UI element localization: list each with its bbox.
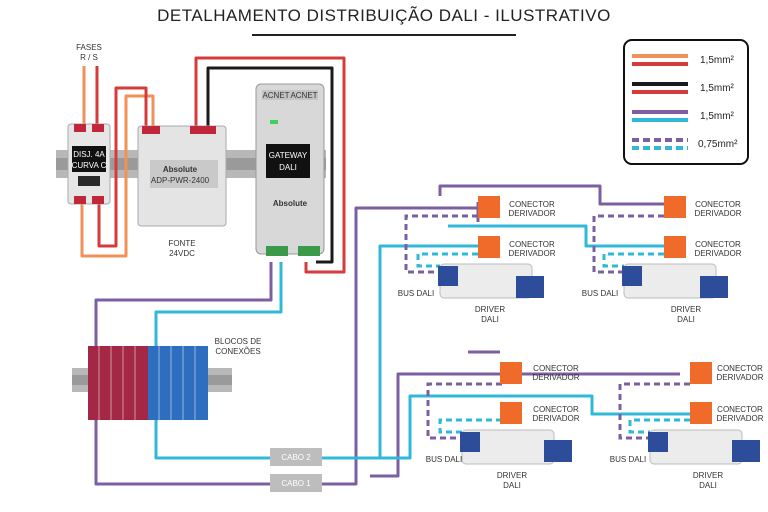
driver-b-2: DALI xyxy=(677,315,695,324)
cable-2-label: CABO 2 xyxy=(281,453,311,462)
conector-d1-2: DERIVADOR xyxy=(717,373,764,382)
label-rs: R / S xyxy=(80,53,98,62)
bus-dali-c: BUS DALI xyxy=(426,455,462,464)
conector-b2-2: DERIVADOR xyxy=(695,249,742,258)
gateway-status-led xyxy=(270,120,278,124)
conector-a1-2: DERIVADOR xyxy=(509,209,556,218)
wires-power xyxy=(80,56,346,274)
gateway-label-line2: DALI xyxy=(279,163,297,172)
dali-gateway: ACNET ACNET GATEWAY DALI Absolute xyxy=(255,83,325,256)
legend: 1,5mm² 1,5mm² 1,5mm² 0,75mm² xyxy=(623,39,749,165)
legend-label-4: 0,75mm² xyxy=(698,139,738,150)
wires-dali xyxy=(94,206,502,486)
wires-bus-dashed-lower xyxy=(426,382,690,440)
bus-dali-d: BUS DALI xyxy=(610,455,646,464)
label-fases: FASES xyxy=(76,43,102,52)
breaker-label-line2: CURVA C xyxy=(72,161,107,170)
gateway-port-right: ACNET xyxy=(290,91,317,100)
conector-a1-1: CONECTOR xyxy=(509,200,555,209)
terminal-blocks xyxy=(88,346,208,420)
wires-bus-dashed-upper xyxy=(404,214,664,274)
driver-a-1: DRIVER xyxy=(475,305,505,314)
bus-dali-a: BUS DALI xyxy=(398,289,434,298)
label-blocos-2: CONEXÕES xyxy=(215,347,260,356)
driver-upper-right xyxy=(622,263,728,299)
wires-network-upper xyxy=(388,184,664,248)
conector-a2-2: DERIVADOR xyxy=(509,249,556,258)
label-fonte-2: 24VDC xyxy=(169,249,195,258)
gateway-label-line1: GATEWAY xyxy=(269,151,308,160)
conector-c2-1: CONECTOR xyxy=(533,405,579,414)
driver-c-2: DALI xyxy=(503,481,521,490)
driver-upper-left xyxy=(438,263,544,299)
conector-b1-2: DERIVADOR xyxy=(695,209,742,218)
conector-d1-1: CONECTOR xyxy=(717,364,763,373)
driver-a-2: DALI xyxy=(481,315,499,324)
psu-brand: Absolute xyxy=(163,165,198,174)
bus-dali-b: BUS DALI xyxy=(582,289,618,298)
legend-label-1: 1,5mm² xyxy=(700,55,735,66)
legend-label-3: 1,5mm² xyxy=(700,111,735,122)
conector-d2-1: CONECTOR xyxy=(717,405,763,414)
conector-c1-2: DERIVADOR xyxy=(533,373,580,382)
title-underline xyxy=(252,34,516,36)
driver-c-1: DRIVER xyxy=(497,471,527,480)
drivers xyxy=(438,263,760,465)
connectors xyxy=(478,196,712,424)
cable-2-sleeve: CABO 2 xyxy=(270,448,322,466)
driver-d-2: DALI xyxy=(699,481,717,490)
circuit-breaker: DISJ. 4A CURVA C xyxy=(67,123,111,205)
conector-a2-1: CONECTOR xyxy=(509,240,555,249)
driver-d-1: DRIVER xyxy=(693,471,723,480)
conector-b2-1: CONECTOR xyxy=(695,240,741,249)
driver-lower-right xyxy=(648,429,760,465)
driver-lower-left xyxy=(460,429,572,465)
breaker-label-line1: DISJ. 4A xyxy=(73,150,105,159)
gateway-port-left: ACNET xyxy=(262,91,289,100)
conector-c2-2: DERIVADOR xyxy=(533,414,580,423)
psu-model: ADP-PWR-2400 xyxy=(151,176,210,185)
label-blocos-1: BLOCOS DE xyxy=(215,337,262,346)
label-fonte-1: FONTE xyxy=(168,239,195,248)
conector-c1-1: CONECTOR xyxy=(533,364,579,373)
conector-d2-2: DERIVADOR xyxy=(717,414,764,423)
conector-b1-1: CONECTOR xyxy=(695,200,741,209)
diagram-title: DETALHAMENTO DISTRIBUIÇÃO DALI - ILUSTRA… xyxy=(157,6,611,25)
power-supply: Absolute ADP-PWR-2400 xyxy=(137,125,227,227)
gateway-brand: Absolute xyxy=(273,199,308,208)
wires-network-lower xyxy=(468,350,690,416)
legend-label-2: 1,5mm² xyxy=(700,83,735,94)
driver-b-1: DRIVER xyxy=(671,305,701,314)
cable-1-label: CABO 1 xyxy=(281,479,311,488)
cable-1-sleeve: CABO 1 xyxy=(270,474,322,492)
